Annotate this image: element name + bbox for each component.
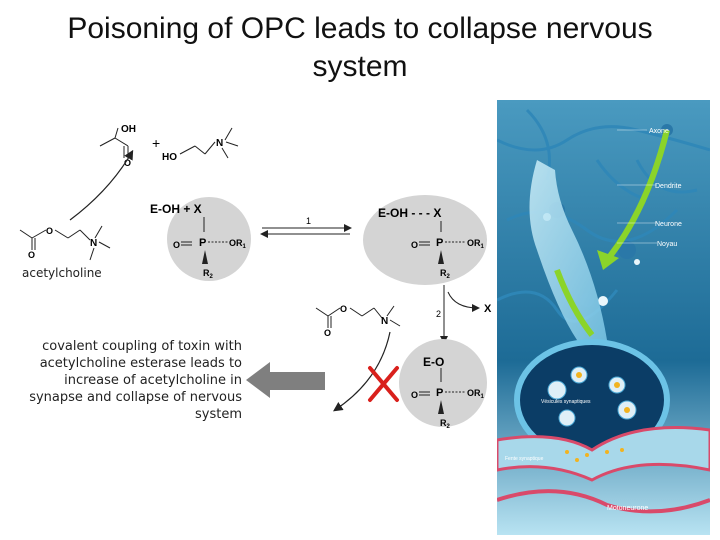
enzyme-ellipse-right	[363, 195, 487, 285]
e-oh-plus-x-label: E-OH + X	[150, 202, 202, 216]
acetylcholine-structure: O O N	[19, 225, 111, 261]
p-label-3: P	[436, 387, 443, 399]
e-o-label: E-O	[423, 355, 444, 369]
o-label-7: O	[324, 328, 331, 338]
enzyme-circle-left	[167, 197, 251, 281]
r2-label-1: R2	[203, 268, 214, 280]
gray-left-arrow	[246, 362, 325, 398]
x-leaving-label: X	[484, 303, 492, 315]
step-2-label: 2	[436, 309, 441, 319]
e-oh-dash-x-label: E-OH - - - X	[378, 206, 441, 220]
enzyme-circle-bottom	[399, 339, 487, 427]
plus-sign: +	[152, 135, 160, 151]
r2-label-3: R2	[440, 418, 451, 430]
p-label-1: P	[199, 237, 206, 249]
neuron-label-neurone: Neurone	[655, 221, 682, 228]
r2-label-2: R2	[440, 268, 451, 280]
neuron-label-vesicules: Vésicules synaptiques	[541, 399, 591, 405]
p-label-2: P	[436, 237, 443, 249]
neuron-label-dendrite: Dendrite	[655, 183, 682, 190]
hydrolysis-arrow	[69, 149, 134, 221]
n-label-2: N	[90, 238, 97, 249]
oh-label: OH	[121, 124, 136, 135]
n-label-1: N	[216, 138, 223, 149]
choline-structure: HO N	[162, 127, 239, 163]
o-label-5: O	[411, 240, 418, 250]
ho-label: HO	[162, 152, 177, 163]
slide-title: Poisoning of OPC leads to collapse nervo…	[67, 12, 653, 83]
or1-label-3: OR1	[467, 388, 485, 400]
o-label-2: O	[46, 226, 53, 236]
step-1-label: 1	[306, 216, 311, 226]
blocked-arrow	[333, 331, 391, 412]
reaction-diagram: OH O + HO N O O N E-OH + X P OR1 O	[19, 124, 492, 430]
neuron-illustration: Axone Dendrite Neurone Noyau Vésicules s…	[497, 100, 710, 535]
acetylcholine-structure-2: O O N	[315, 304, 401, 338]
caption-text: covalent coupling of toxin with acetylch…	[29, 339, 242, 422]
neuron-label-motoneurone: Motoneurone	[607, 505, 648, 512]
or1-label-1: OR1	[229, 238, 247, 250]
acetylcholine-label: acetylcholine	[22, 266, 102, 280]
neuron-label-axone: Axone	[649, 128, 669, 135]
o-label-6: O	[340, 304, 347, 314]
o-label-3: O	[28, 250, 35, 260]
o-label-8: O	[411, 390, 418, 400]
o-label-4: O	[173, 240, 180, 250]
o-label-1: O	[124, 158, 131, 168]
n-label-3: N	[381, 316, 388, 327]
neuron-label-noyau: Noyau	[657, 241, 677, 248]
acetic-acid-structure: OH O +	[99, 124, 160, 168]
neuron-label-fente: Fente synaptique	[505, 456, 544, 462]
or1-label-2: OR1	[467, 238, 485, 250]
blocked-cross-icon	[368, 366, 399, 402]
